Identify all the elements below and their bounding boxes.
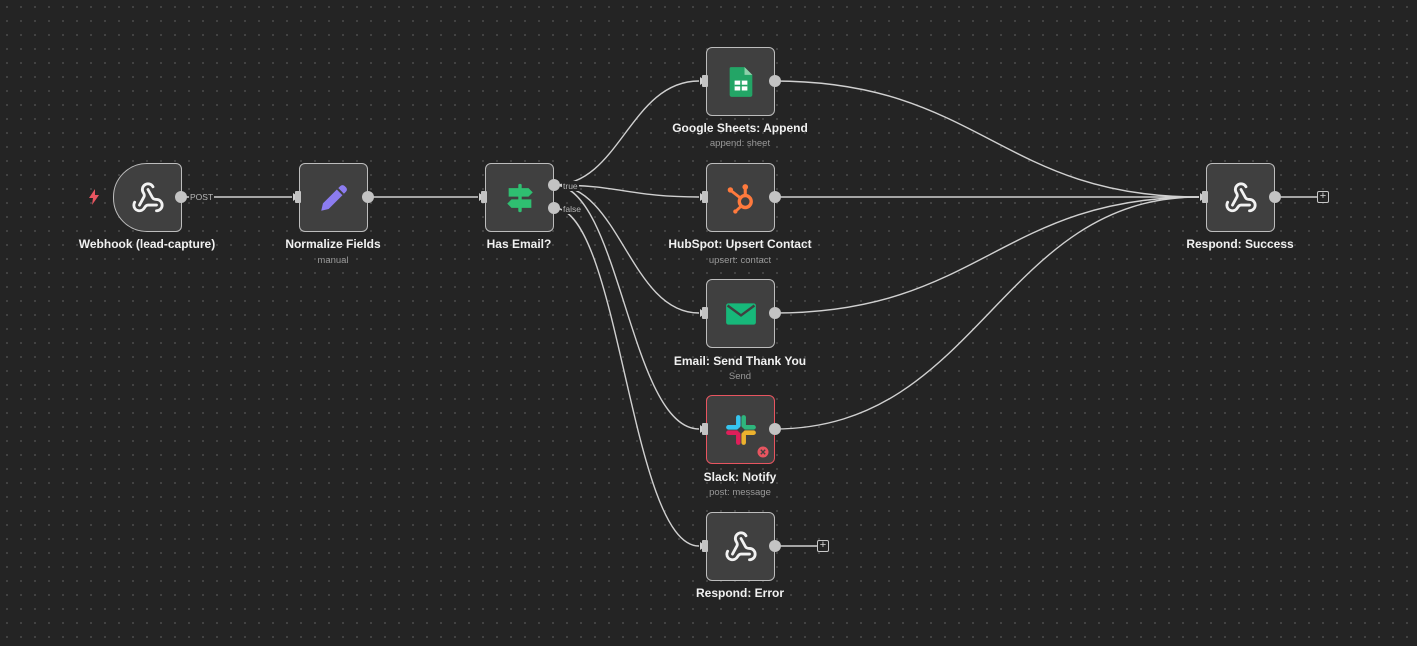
node-subtitle: upsert: contact bbox=[708, 255, 772, 266]
normalize-input-port[interactable] bbox=[295, 191, 301, 203]
node-respond-error[interactable] bbox=[706, 512, 775, 581]
slack-input-port[interactable] bbox=[702, 423, 708, 435]
node-label: Slack: Notify bbox=[703, 470, 777, 484]
webhook-output-port[interactable] bbox=[175, 191, 187, 203]
connection-email-success bbox=[773, 196, 1200, 314]
pencil-icon bbox=[320, 184, 347, 211]
edge-label-post: POST bbox=[189, 192, 215, 202]
google-sheets-icon bbox=[729, 66, 752, 97]
respond-error-output-port[interactable] bbox=[769, 540, 781, 552]
has-email-false-port[interactable] bbox=[548, 202, 560, 214]
node-label: Has Email? bbox=[486, 237, 552, 251]
node-respond-success[interactable] bbox=[1206, 163, 1275, 232]
sheets-input-port[interactable] bbox=[702, 75, 708, 87]
node-label: Normalize Fields bbox=[285, 237, 381, 251]
webhook-icon bbox=[1224, 181, 1256, 212]
email-input-port[interactable] bbox=[702, 307, 708, 319]
trigger-bolt-icon bbox=[89, 189, 99, 205]
node-label: Google Sheets: Append bbox=[672, 121, 808, 135]
connection-true-slack bbox=[553, 184, 700, 430]
normalize-output-port[interactable] bbox=[362, 191, 374, 203]
sheets-output-port[interactable] bbox=[769, 75, 781, 87]
node-subtitle: post: message bbox=[709, 487, 771, 498]
node-subtitle: manual bbox=[317, 255, 349, 266]
connection-true-sheets bbox=[553, 80, 700, 186]
node-google-sheets-append[interactable] bbox=[706, 47, 775, 116]
connection-sheets-success bbox=[773, 80, 1200, 198]
connection-false-respond-error bbox=[553, 207, 700, 547]
edge-label-false: false bbox=[562, 204, 582, 214]
has-email-true-port[interactable] bbox=[548, 179, 560, 191]
add-node-button[interactable]: + bbox=[1317, 191, 1329, 203]
node-label: Respond: Success bbox=[1186, 237, 1294, 251]
signpost-icon bbox=[506, 183, 533, 212]
hubspot-icon bbox=[727, 183, 753, 214]
node-normalize-fields[interactable] bbox=[299, 163, 368, 232]
webhook-icon bbox=[131, 181, 163, 212]
slack-icon bbox=[725, 414, 756, 445]
respond-success-output-port[interactable] bbox=[1269, 191, 1281, 203]
webhook-icon bbox=[724, 530, 756, 561]
node-hubspot-upsert-contact[interactable] bbox=[706, 163, 775, 232]
node-label: HubSpot: Upsert Contact bbox=[668, 237, 812, 251]
hubspot-output-port[interactable] bbox=[769, 191, 781, 203]
node-subtitle: append: sheet bbox=[709, 138, 771, 149]
envelope-icon bbox=[725, 302, 756, 325]
node-label: Email: Send Thank You bbox=[673, 354, 807, 368]
connection-slack-success bbox=[773, 196, 1200, 430]
node-label: Respond: Error bbox=[695, 586, 784, 600]
node-subtitle: Send bbox=[728, 371, 752, 382]
respond-success-input-port[interactable] bbox=[1202, 191, 1208, 203]
respond-error-input-port[interactable] bbox=[702, 540, 708, 552]
node-webhook-lead-capture[interactable] bbox=[113, 163, 182, 232]
add-node-button[interactable]: + bbox=[817, 540, 829, 552]
hubspot-input-port[interactable] bbox=[702, 191, 708, 203]
email-output-port[interactable] bbox=[769, 307, 781, 319]
error-icon[interactable] bbox=[757, 446, 769, 458]
node-label: Webhook (lead-capture) bbox=[78, 237, 216, 251]
node-has-email[interactable] bbox=[485, 163, 554, 232]
has-email-input-port[interactable] bbox=[481, 191, 487, 203]
slack-output-port[interactable] bbox=[769, 423, 781, 435]
edge-label-true: true bbox=[562, 181, 579, 191]
node-email-send-thank-you[interactable] bbox=[706, 279, 775, 348]
node-slack-notify[interactable] bbox=[706, 395, 775, 464]
